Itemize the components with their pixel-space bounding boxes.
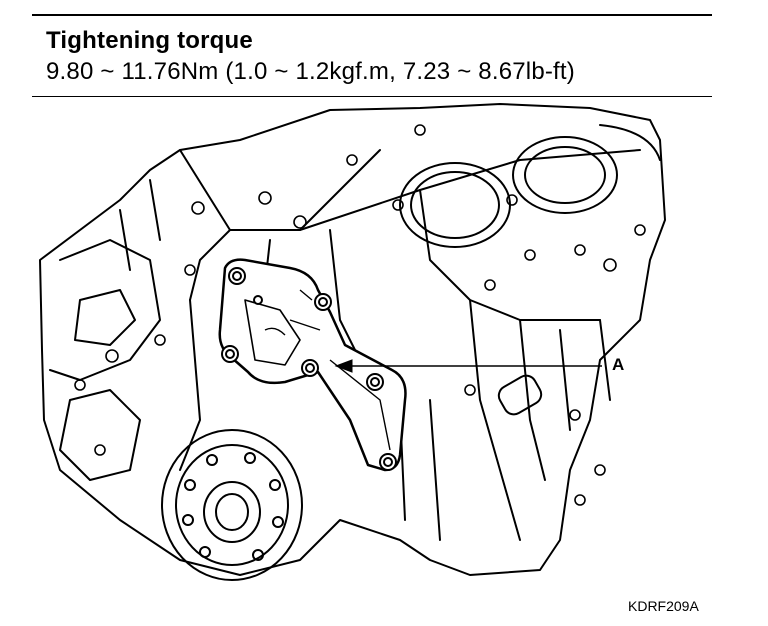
spec-heading: Tightening torque [46,27,253,54]
engine-block-illustration [39,103,666,581]
crankshaft-pulley [161,429,303,581]
top-rule [32,14,712,16]
figure-code: KDRF209A [628,598,699,614]
callout-leader [334,359,602,373]
cylinder-bore [512,136,618,214]
bottom-rule [32,96,712,97]
engine-block-outline [39,103,666,576]
cylinder-bore [399,162,511,248]
callout-label-a: A [612,355,625,374]
torque-spec-value: 9.80 ~ 11.76Nm (1.0 ~ 1.2kgf.m, 7.23 ~ 8… [46,58,575,85]
